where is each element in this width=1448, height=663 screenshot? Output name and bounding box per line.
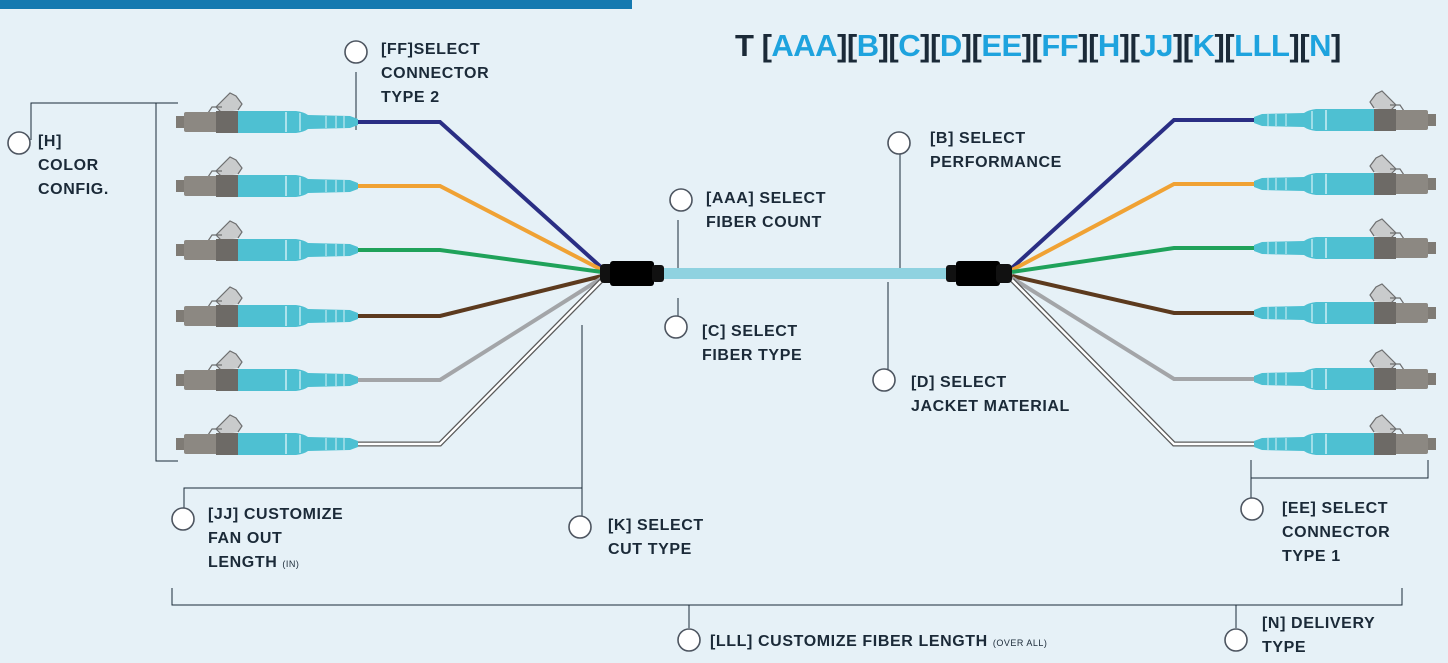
lc-connector bbox=[1253, 283, 1437, 325]
ff-key: [FF] bbox=[381, 41, 414, 58]
jj-key: [JJ] bbox=[208, 506, 239, 523]
lc-connector bbox=[1253, 349, 1437, 391]
d-text: SELECT JACKET MATERIAL bbox=[911, 374, 1070, 415]
code-field: C bbox=[898, 28, 921, 63]
left-fibers bbox=[356, 120, 604, 447]
lc-connector bbox=[175, 350, 359, 392]
ff-radio[interactable] bbox=[344, 40, 368, 64]
ee-text: SELECT CONNECTOR TYPE 1 bbox=[1282, 500, 1391, 565]
jj-radio[interactable] bbox=[171, 507, 195, 531]
left-furcation-boot bbox=[600, 261, 664, 286]
b-radio[interactable] bbox=[887, 131, 911, 155]
n-label: [N] DELIVERY TYPE bbox=[1262, 612, 1375, 660]
code-field: LLL bbox=[1234, 28, 1290, 63]
lll-label: [LLL] CUSTOMIZE FIBER LENGTH (OVER ALL) bbox=[710, 630, 1047, 655]
aaa-radio[interactable] bbox=[669, 188, 693, 212]
lc-connector bbox=[1253, 218, 1437, 260]
lc-connector bbox=[1253, 90, 1437, 132]
code-field: AAA bbox=[771, 28, 838, 63]
n-radio[interactable] bbox=[1224, 628, 1248, 652]
lc-connector bbox=[1253, 154, 1437, 196]
aaa-text: SELECT FIBER COUNT bbox=[706, 190, 827, 231]
left-connectors bbox=[175, 92, 359, 456]
lc-connector bbox=[175, 156, 359, 198]
ff-text: SELECT CONNECTOR TYPE 2 bbox=[381, 41, 490, 106]
bracket-lines bbox=[30, 72, 1429, 628]
lll-radio[interactable] bbox=[677, 628, 701, 652]
c-radio[interactable] bbox=[664, 315, 688, 339]
h-key: [H] bbox=[38, 133, 63, 150]
ee-label: [EE] SELECT CONNECTOR TYPE 1 bbox=[1282, 497, 1390, 569]
c-label: [C] SELECT FIBER TYPE bbox=[702, 320, 802, 368]
lll-text: CUSTOMIZE FIBER LENGTH bbox=[752, 633, 993, 650]
d-radio[interactable] bbox=[872, 368, 896, 392]
k-key: [K] bbox=[608, 517, 633, 534]
header-bar bbox=[0, 0, 632, 9]
b-key: [B] bbox=[930, 130, 955, 147]
trunk-cable bbox=[660, 268, 950, 279]
right-fibers bbox=[1010, 118, 1262, 447]
jj-text: CUSTOMIZE FAN OUT LENGTH bbox=[208, 506, 344, 571]
code-field: EE bbox=[981, 28, 1022, 63]
code-field: D bbox=[939, 28, 962, 63]
code-field: JJ bbox=[1139, 28, 1173, 63]
right-furcation-boot bbox=[946, 261, 1012, 286]
n-text: DELIVERY TYPE bbox=[1262, 615, 1376, 656]
ee-radio[interactable] bbox=[1240, 497, 1264, 521]
right-connectors bbox=[1253, 90, 1437, 456]
jj-label: [JJ] CUSTOMIZE FAN OUT LENGTH (IN) bbox=[208, 503, 343, 576]
k-radio[interactable] bbox=[568, 515, 592, 539]
lll-key: [LLL] bbox=[710, 633, 753, 650]
code-field: H bbox=[1097, 28, 1120, 63]
d-label: [D] SELECT JACKET MATERIAL bbox=[911, 371, 1070, 419]
aaa-key: [AAA] bbox=[706, 190, 755, 207]
code-field: FF bbox=[1041, 28, 1079, 63]
k-text: SELECT CUT TYPE bbox=[608, 517, 704, 558]
lc-connector bbox=[175, 414, 359, 456]
h-label: [H] COLOR CONFIG. bbox=[38, 130, 109, 202]
lc-connector bbox=[175, 220, 359, 262]
lll-unit: (OVER ALL) bbox=[992, 638, 1048, 648]
d-key: [D] bbox=[911, 374, 936, 391]
c-text: SELECT FIBER TYPE bbox=[702, 323, 803, 364]
lc-connector bbox=[1253, 414, 1437, 456]
b-label: [B] SELECT PERFORMANCE bbox=[930, 127, 1062, 175]
h-text: COLOR CONFIG. bbox=[38, 157, 109, 198]
aaa-label: [AAA] SELECT FIBER COUNT bbox=[706, 187, 826, 235]
code-prefix: T bbox=[735, 28, 762, 63]
ee-key: [EE] bbox=[1282, 500, 1317, 517]
code-field: N bbox=[1309, 28, 1331, 63]
jj-unit: (IN) bbox=[282, 559, 300, 569]
lc-connector bbox=[175, 286, 359, 328]
k-label: [K] SELECT CUT TYPE bbox=[608, 514, 704, 562]
h-radio[interactable] bbox=[7, 131, 31, 155]
code-field: B bbox=[856, 28, 879, 63]
n-key: [N] bbox=[1262, 615, 1287, 632]
part-number-code: T [AAA][B][C][D][EE][FF][H][JJ][K][LLL][… bbox=[735, 28, 1341, 63]
lc-connector bbox=[175, 92, 359, 134]
code-field: K bbox=[1192, 28, 1215, 63]
c-key: [C] bbox=[702, 323, 727, 340]
ff-label: [FF]SELECT CONNECTOR TYPE 2 bbox=[381, 38, 489, 110]
b-text: SELECT PERFORMANCE bbox=[930, 130, 1062, 171]
